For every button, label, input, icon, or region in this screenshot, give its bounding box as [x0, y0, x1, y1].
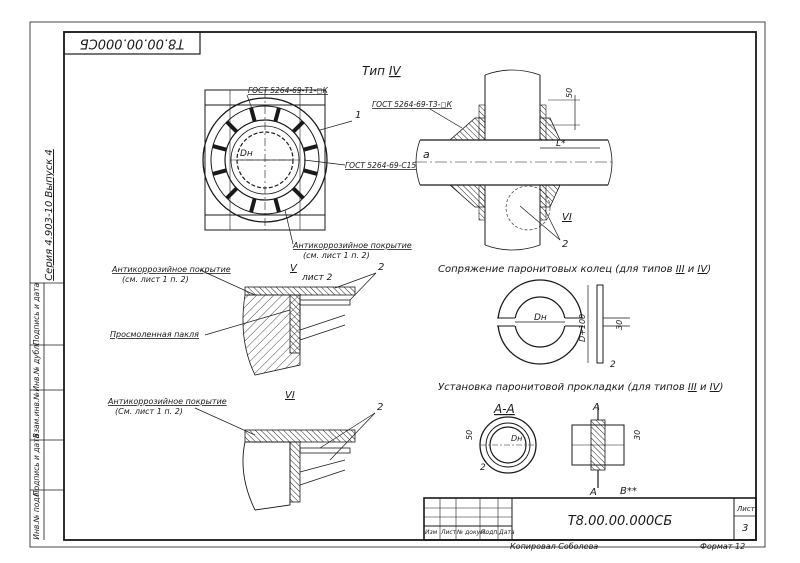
stamp-inv-podl: Инв.№ подл.: [32, 490, 41, 539]
col-list: Лист: [440, 529, 457, 536]
section-aa-label: А-А: [493, 402, 515, 416]
sheet-2-label: лист 2: [301, 273, 333, 283]
dn-label-ring: Dн: [534, 313, 547, 323]
letter-a-bottom: А: [589, 487, 597, 498]
type-label: Тип IV: [362, 64, 401, 78]
ring-side-view: [587, 284, 630, 364]
ring-rib: [212, 168, 227, 176]
ring-rib: [225, 120, 239, 134]
stamp-inv-dubl: Инв.№ дубл.: [32, 343, 41, 392]
col-doc: № докум.: [456, 529, 487, 536]
detail-vi-drawing: [242, 429, 356, 511]
ring-rib: [273, 198, 281, 213]
gasket-section: Dн: [479, 416, 537, 474]
l-label: L*: [556, 139, 566, 149]
dn-label-gasket: Dн: [511, 434, 522, 443]
format-label: Формат 12: [700, 542, 745, 551]
title-block: [423, 497, 757, 541]
ring-rib: [249, 198, 257, 213]
ring-rib: [225, 186, 239, 200]
col-sign: Подп.: [481, 529, 499, 536]
roman-6-detail: VI: [285, 390, 295, 401]
callout-1: 1: [355, 110, 361, 121]
ring-rib: [291, 186, 305, 200]
ring-rib: [212, 144, 227, 152]
inner-frame: [63, 31, 757, 541]
dn-label-front: Dн: [240, 149, 253, 159]
ring-rib: [291, 120, 305, 134]
title-code: Т8.00.00.000СБ: [568, 514, 673, 529]
d100-label: D+100: [578, 314, 587, 342]
code-stamp-box: [63, 31, 201, 55]
anticorr-label-v: Антикоррозийное покрытие: [111, 265, 231, 274]
callout-2-ring: 2: [610, 360, 616, 370]
anticorr-note-vi: (См. лист 1 п. 2): [115, 407, 183, 416]
callout-2-v: 2: [378, 262, 384, 273]
ring-front-view: Dн: [202, 89, 328, 231]
series-label: Серия 4.903-10 Выпуск 4: [44, 149, 55, 281]
anticorr-label-vi: Антикоррозийное покрытие: [107, 397, 227, 406]
ring-rib: [303, 144, 318, 152]
stamp-sign-2: Подпись и дата: [32, 283, 41, 346]
callout-2-vi: 2: [377, 402, 383, 413]
b-label: В**: [620, 486, 637, 497]
title-sheet-label: Лист: [736, 505, 756, 513]
callout-2-top: 2: [562, 239, 568, 250]
outer-frame: [29, 21, 766, 548]
conj-title: Сопряжение паронитовых колец (для типов …: [438, 264, 711, 275]
col-izm: Изм: [425, 529, 438, 536]
dim-50-aa: 50: [465, 430, 474, 440]
anticorr-note-v: (см. лист 1 п. 2): [122, 275, 189, 284]
detail-v-drawing: [242, 286, 356, 376]
letter-a-top: А: [592, 402, 600, 413]
install-title: Установка паронитовой прокладки (для тип…: [438, 382, 723, 393]
copied-label: Копировал Соболева: [510, 542, 598, 551]
gost-t1-label: ГОСТ 5264-69-Т1-◻К: [248, 86, 329, 95]
stamp-sign-1: Подпись и дата: [32, 434, 41, 497]
ring-rib: [249, 107, 257, 122]
pipe-section-view: [415, 69, 615, 251]
gost-c15-label: ГОСТ 5264-69-С15: [345, 161, 416, 170]
code-stamp-rotated: Т8.00.00.000СБ: [80, 36, 185, 51]
gasket-side-view: [571, 405, 625, 488]
anticorr-label-top: Антикоррозийное покрытие: [292, 241, 412, 250]
dim-50-top: 50: [565, 88, 574, 98]
roman-5: V: [290, 263, 298, 274]
ring-rib: [273, 107, 281, 122]
stamp-vzam: Взам.инв.№: [32, 392, 41, 438]
callout-2-aa: 2: [480, 463, 486, 473]
dim-30-aa: 30: [633, 430, 642, 440]
paronite-ring: Dн: [497, 279, 583, 365]
dim-30: 30: [615, 320, 624, 330]
gost-t3-label: ГОСТ 5264-69-Т3-◻К: [372, 100, 453, 109]
roman-6-top: VI: [562, 212, 572, 223]
ring-rib: [303, 168, 318, 176]
col-date: Дата: [498, 529, 515, 536]
a-label: а: [423, 148, 430, 161]
anticorr-note-top: (см. лист 1 п. 2): [303, 251, 370, 260]
packing-label: Просмоленная пакля: [110, 330, 199, 339]
title-sheet-no: 3: [742, 523, 748, 534]
